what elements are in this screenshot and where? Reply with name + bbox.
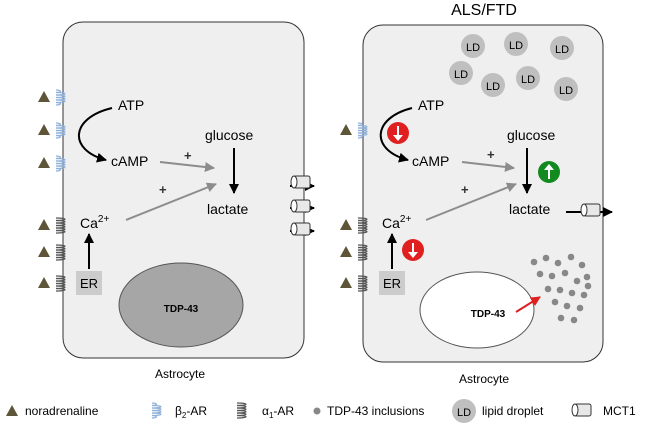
noradrenaline-icon: [38, 277, 50, 288]
er-label: ER: [80, 276, 98, 291]
tdp43-label: TDP-43: [471, 309, 506, 320]
lipid-droplet: LD: [550, 36, 574, 60]
left-astrocyte: ATP cAMP glucose lactate + + Ca2+ ER TDP…: [38, 21, 315, 381]
er-label: ER: [383, 276, 401, 291]
svg-text:LD: LD: [486, 81, 500, 93]
camp-stimulation-arrow: [159, 161, 215, 172]
mct1-icon: [290, 175, 311, 189]
noradrenaline-icon: [38, 219, 50, 230]
camp-label: cAMP: [111, 153, 148, 169]
legend-lipid-droplet-label: lipid droplet: [482, 404, 544, 418]
right-astrocyte: ALS/FTD LD LD LD LD LD LD LD ATP cAMP gl…: [340, 2, 613, 386]
legend-beta2-ar-icon: [151, 402, 162, 419]
svg-text:LD: LD: [555, 44, 569, 56]
calcium-decrease-indicator: [402, 239, 424, 261]
atp-label: ATP: [118, 97, 144, 113]
glucose-label: glucose: [205, 127, 253, 143]
plus-sign: +: [461, 182, 469, 197]
legend-alpha1-ar-icon: [236, 402, 247, 419]
mct1-icon: [290, 199, 311, 213]
nucleus-tdp43: [118, 262, 244, 348]
mct1-icon: [290, 222, 311, 236]
svg-text:LD: LD: [521, 74, 535, 86]
camp-decrease-indicator: [387, 122, 409, 144]
alpha1-ar-icon: [357, 275, 368, 292]
noradrenaline-icon: [340, 219, 352, 230]
alpha1-ar-icon: [357, 244, 368, 261]
left-caption: Astrocyte: [155, 367, 205, 381]
atp-to-camp-arrow: [379, 107, 413, 163]
glycolysis-increase-indicator: [538, 161, 560, 183]
lipid-droplet: LD: [554, 77, 578, 101]
lactate-label: lactate: [509, 201, 550, 217]
svg-text:LD: LD: [466, 42, 480, 54]
noradrenaline-icon: [38, 91, 50, 102]
noradrenaline-icon: [38, 246, 50, 257]
legend-alpha1-ar-label: α1-AR: [262, 404, 294, 420]
lactate-label: lactate: [207, 201, 248, 217]
svg-text:LD: LD: [457, 407, 471, 419]
camp-stimulation-arrow: [461, 161, 515, 172]
legend-mct1-label: MCT1: [603, 404, 636, 418]
tdp43-inclusions: [530, 253, 592, 324]
tdp43-label: TDP-43: [164, 304, 199, 315]
legend-inclusion-icon: [313, 407, 321, 415]
lipid-droplet: LD: [516, 66, 540, 90]
noradrenaline-icon: [340, 124, 352, 135]
alpha1-ar-icon: [55, 244, 66, 261]
plus-sign: +: [184, 148, 192, 163]
legend-beta2-ar-label: β2-AR: [175, 404, 207, 420]
lipid-droplet: LD: [461, 34, 485, 58]
plus-sign: +: [159, 182, 167, 197]
calcium-stimulation-arrow: [425, 182, 517, 221]
legend-mct1-icon: [571, 403, 592, 417]
calcium-label: Ca2+: [80, 214, 109, 231]
lipid-droplet: LD: [449, 61, 473, 85]
mct1-icon: [580, 203, 601, 217]
legend-tdp43-inclusions-label: TDP-43 inclusions: [327, 404, 424, 418]
svg-text:LD: LD: [454, 69, 468, 81]
legend-noradrenaline-label: noradrenaline: [25, 404, 99, 418]
er-box: [379, 271, 405, 295]
noradrenaline-icon: [340, 246, 352, 257]
noradrenaline-icon: [38, 157, 50, 168]
svg-text:LD: LD: [559, 85, 573, 97]
figure-title: ALS/FTD: [451, 2, 517, 19]
lipid-droplet: LD: [481, 73, 505, 97]
lipid-droplet: LD: [504, 32, 528, 56]
alpha1-ar-icon: [55, 217, 66, 234]
glucose-label: glucose: [507, 127, 555, 143]
alpha1-ar-icon: [357, 217, 368, 234]
nucleus-tdp43: [419, 271, 535, 349]
atp-label: ATP: [418, 97, 444, 113]
calcium-stimulation-arrow: [125, 182, 217, 221]
atp-to-camp-arrow: [77, 107, 113, 163]
legend-noradrenaline-icon: [6, 405, 18, 416]
svg-text:LD: LD: [509, 40, 523, 52]
noradrenaline-icon: [38, 124, 50, 135]
right-caption: Astrocyte: [459, 372, 509, 386]
left-cell-membrane: [62, 21, 305, 359]
camp-label: cAMP: [412, 153, 449, 169]
legend: noradrenaline β2-AR α1-AR TDP-43 inclusi…: [6, 399, 636, 423]
calcium-label: Ca2+: [382, 214, 411, 231]
tdp43-export-arrow: [515, 296, 541, 313]
alpha1-ar-icon: [55, 275, 66, 292]
right-cell-membrane: [362, 24, 604, 363]
legend-lipid-droplet-icon: LD: [452, 399, 476, 423]
noradrenaline-icon: [340, 277, 352, 288]
plus-sign: +: [487, 147, 495, 162]
er-box: [76, 271, 102, 295]
